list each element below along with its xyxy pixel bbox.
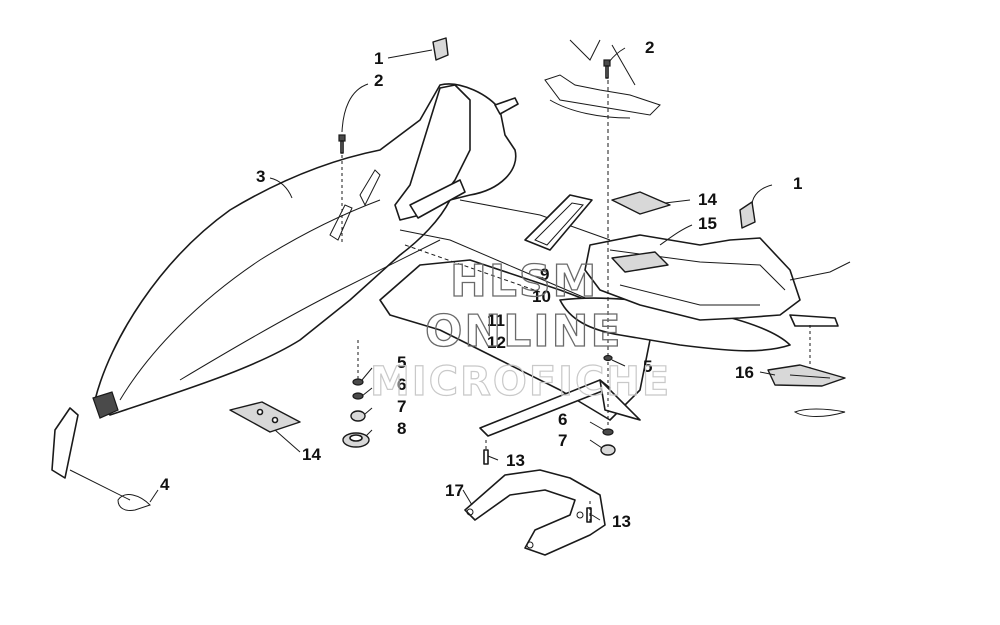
watermark-line-2: ONLINE (425, 306, 623, 357)
grip-frame-part[interactable] (524, 194, 593, 251)
callout-6-right: 6 (558, 410, 567, 429)
rivet-13-left[interactable] (483, 449, 489, 465)
watermark-line-3: MICROFICHE (370, 359, 671, 405)
callout-13-left: 13 (506, 451, 525, 470)
seat-base-part[interactable] (584, 234, 839, 327)
screw-2-left[interactable] (338, 134, 346, 154)
nut-6-right[interactable] (602, 428, 614, 436)
cable-detail (789, 261, 851, 417)
screw-2-right[interactable] (603, 59, 611, 79)
callout-10: 10 (532, 287, 551, 306)
deflector-bracket-part[interactable] (464, 469, 606, 556)
callout-5-right: 5 (643, 357, 652, 376)
watermark-line-1: HLSM (450, 256, 598, 307)
nut-7-right[interactable] (600, 444, 616, 456)
callout-7-right: 7 (558, 431, 567, 450)
belly-pan-part[interactable] (379, 199, 791, 421)
callout-4: 4 (160, 475, 170, 494)
mount-strip-part[interactable] (479, 379, 641, 437)
callout-9: 9 (540, 265, 549, 284)
rivet-13-right[interactable] (586, 507, 592, 523)
watermark: HLSM ONLINE MICROFICHE (369, 255, 671, 405)
pin-clip-4[interactable] (117, 494, 151, 511)
grommet-8[interactable] (342, 432, 370, 448)
callout-6-left: 6 (397, 375, 406, 394)
pad-16[interactable] (767, 364, 846, 387)
nut-6-left[interactable] (352, 392, 364, 400)
callout-16: 16 (735, 363, 754, 382)
small-pad-1a[interactable] (432, 37, 449, 61)
callout-1-top-left: 1 (374, 49, 383, 68)
chassis-top-part (544, 39, 661, 119)
side-reflector[interactable] (51, 407, 79, 479)
callout-12: 12 (487, 333, 506, 352)
leader-lines (69, 47, 811, 522)
callout-labels: 1 2 3 4 5 6 7 8 14 13 17 13 6 7 5 9 10 1… (160, 38, 802, 531)
small-pad-1b[interactable] (739, 201, 756, 229)
callout-7-left: 7 (397, 397, 406, 416)
callout-1-right: 1 (793, 174, 802, 193)
callout-3: 3 (256, 167, 265, 186)
washer-5-right[interactable] (603, 354, 613, 362)
callout-5-left: 5 (397, 353, 406, 372)
callout-17: 17 (445, 481, 464, 500)
pad-14-left[interactable] (229, 401, 301, 433)
callout-13-right: 13 (612, 512, 631, 531)
callout-14-left: 14 (302, 445, 321, 464)
callout-2-top-left: 2 (374, 71, 383, 90)
pad-14-right[interactable] (611, 191, 671, 215)
callout-14-right: 14 (698, 190, 717, 209)
washer-5-left[interactable] (352, 378, 364, 386)
hood-part[interactable] (92, 83, 519, 419)
callout-11: 11 (487, 311, 505, 330)
callout-2-top-right: 2 (645, 38, 654, 57)
callout-15: 15 (698, 214, 717, 233)
nut-7-left[interactable] (350, 410, 366, 422)
callout-8: 8 (397, 419, 406, 438)
